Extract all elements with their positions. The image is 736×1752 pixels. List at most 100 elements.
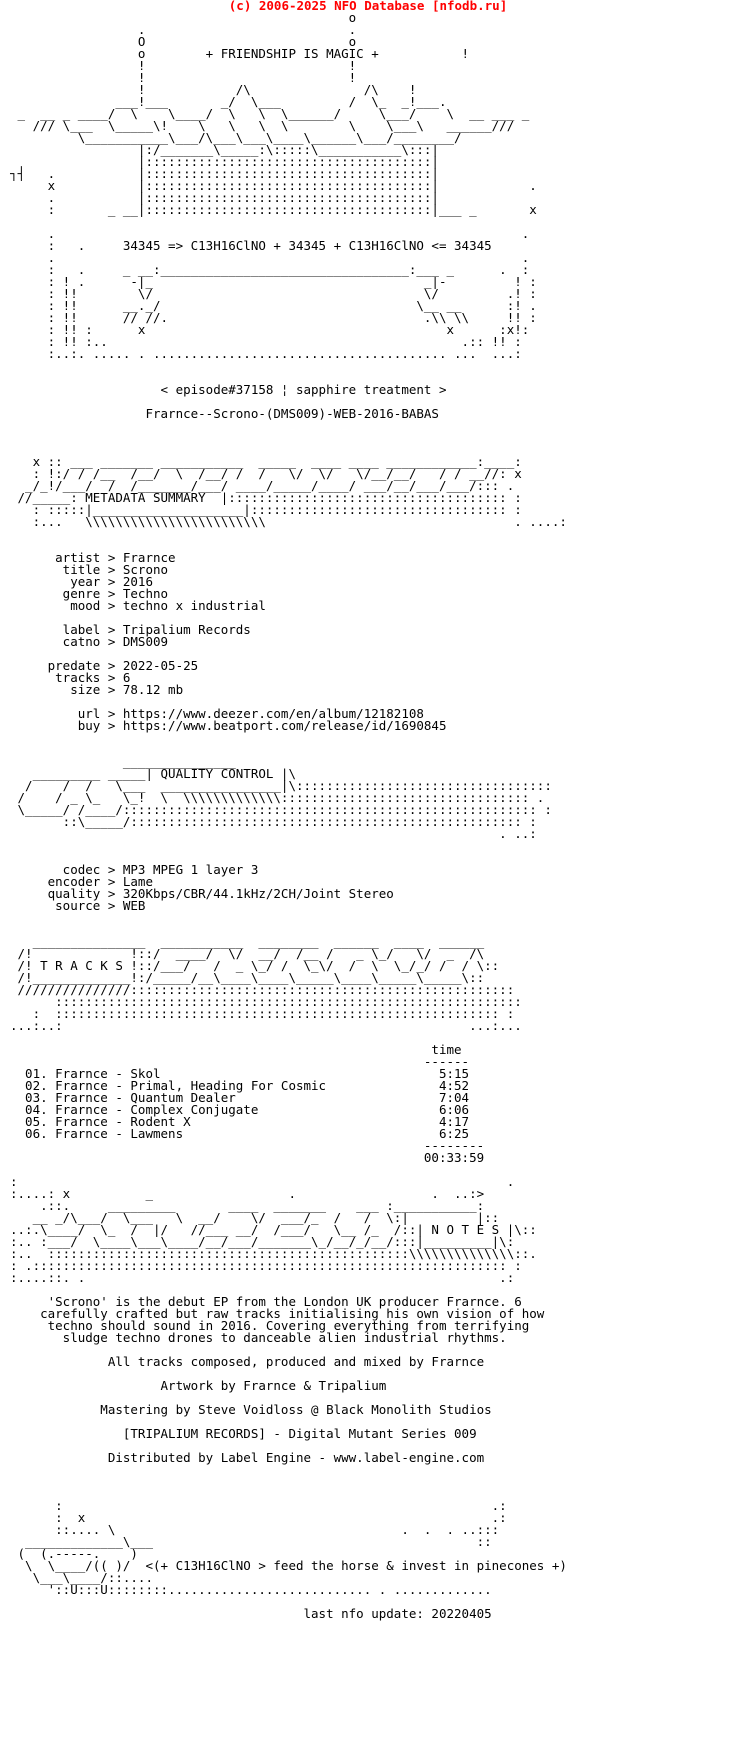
nfo-line: _/_!/___/ / /_______/___/ ____/_____/___… xyxy=(10,478,515,493)
nfo-line: x :: ___ _______ ___________ _____ ____ … xyxy=(10,454,522,469)
nfo-line: ! ! xyxy=(10,70,357,85)
nfo-line: label > Tripalium Records xyxy=(10,622,251,637)
nfo-line: last nfo update: 20220405 xyxy=(10,1606,492,1621)
nfo-line: : :::::|____________________|:::::::::::… xyxy=(10,502,522,517)
nfo-line: _______________ ___________ ________ ___… xyxy=(10,934,485,949)
nfo-line: [TRIPALIUM RECORDS] - Digital Mutant Ser… xyxy=(10,1426,477,1441)
nfo-line: :....: x _ . . ..:> xyxy=(10,1186,485,1201)
nfo-line: predate > 2022-05-25 xyxy=(10,658,199,673)
nfo-line: Frarnce--Scrono-(DMS009)-WEB-2016-BABAS xyxy=(10,406,439,421)
nfo-line: 02. Frarnce - Primal, Heading For Cosmic… xyxy=(10,1078,470,1093)
nfo-line: Distributed by Label Engine - www.label-… xyxy=(10,1450,485,1465)
nfo-line: : !! // //. .\\ \\ !! : xyxy=(10,310,537,325)
nfo-line: . ..: xyxy=(10,826,537,841)
nfo-line: : !! :.. .:: !! : xyxy=(10,334,522,349)
nfo-line: : . 34345 => C13H16ClNO + 34345 + C13H16… xyxy=(10,238,492,253)
nfo-line: ------ xyxy=(10,1054,470,1069)
nfo-line: tracks > 6 xyxy=(10,670,131,685)
nfo-line: source > WEB xyxy=(10,898,146,913)
nfo-line: . |:::::::::::::::::::::::::::::::::::::… xyxy=(10,190,439,205)
nfo-line xyxy=(10,912,736,924)
nfo-line: |::::::::::::::::::::::::::::::::::::::| xyxy=(10,154,439,169)
nfo-line: :..:. ..... . ..........................… xyxy=(10,346,522,361)
nfo-line xyxy=(10,420,736,432)
nfo-line: ///////////////:::::::::::::::::::::::::… xyxy=(10,982,515,997)
nfo-line: ::\_____/:::::::::::::::::::::::::::::::… xyxy=(10,814,537,829)
nfo-line: ...:..: ...:... xyxy=(10,1018,522,1033)
nfo-line: mood > techno x industrial xyxy=(10,598,266,613)
nfo-line: . . xyxy=(10,22,357,37)
nfo-line: : !:/ / /__ /__/ \ /__/ / / \/ \/ \/__/_… xyxy=(10,466,522,481)
nfo-line: \___________\___/\___\___\____\______\__… xyxy=(10,130,462,145)
nfo-line: 05. Frarnce - Rodent X 4:17 xyxy=(10,1114,470,1129)
nfo-line: url > https://www.deezer.com/en/album/12… xyxy=(10,706,424,721)
nfo-line: time xyxy=(10,1042,462,1057)
nfo-line: : .:::::::::::::::::::::::::::::::::::::… xyxy=(10,1258,522,1273)
nfo-line: ! /\ /\ ! xyxy=(10,82,417,97)
nfo-line: All tracks composed, produced and mixed … xyxy=(10,1354,485,1369)
nfo-line: 01. Frarnce - Skol 5:15 xyxy=(10,1066,470,1081)
nfo-line: o + FRIENDSHIP IS MAGIC + ! xyxy=(10,46,470,61)
nfo-line: : x .: xyxy=(10,1510,507,1525)
nfo-line: ::::::::::::::::::::::::::::::::::::::::… xyxy=(10,994,522,1009)
nfo-line: / / _ \_ \_! \ \\\\\\\\\\\\\::::::::::::… xyxy=(10,790,545,805)
nfo-line: ( (.-----. ) xyxy=(10,1546,138,1561)
nfo-line: buy > https://www.beatport.com/release/i… xyxy=(10,718,447,733)
nfo-line: ┐┤ . |::::::::::::::::::::::::::::::::::… xyxy=(10,166,439,181)
nfo-line: codec > MP3 MPEG 1 layer 3 xyxy=(10,862,259,877)
nfo-line xyxy=(10,732,736,744)
nfo-line: 00:33:59 xyxy=(10,1150,485,1165)
nfo-line: catno > DMS009 xyxy=(10,634,169,649)
nfo-line: |:/_______\_____:\:::::\___________\:::| xyxy=(10,142,439,157)
nfo-line: : . _ __:_______________________________… xyxy=(10,262,530,277)
nfo-line: / / / \___ ________________|\:::::::::::… xyxy=(10,778,552,793)
nfo-line: _ __ _ ____/ \ \____/ \ \ \______/ \___/… xyxy=(10,106,530,121)
nfo-line: :....::. . .: xyxy=(10,1270,515,1285)
nfo-line xyxy=(10,432,736,444)
nfo-text-block: (c) 2006-2025 NFO Database [nfodb.ru] o … xyxy=(10,0,736,1621)
nfo-line: carefully crafted but raw tracks initial… xyxy=(10,1306,545,1321)
nfo-line xyxy=(10,528,736,540)
nfo-line: /// \___ \_____\! \ \ \ \ \ \___\ ______… xyxy=(10,118,522,133)
nfo-line: ..:.\____/ \_ / |/ //___ __/ /___/ \__ /… xyxy=(10,1222,537,1237)
nfo-line: : . xyxy=(10,1174,515,1189)
nfo-line: . . xyxy=(10,250,530,265)
nfo-line: Artwork by Frarnce & Tripalium xyxy=(10,1378,387,1393)
nfo-line: artist > Frarnce xyxy=(10,550,176,565)
nfo-lines: o . . O o o + FRIENDSHIP IS MAGIC + ! ! … xyxy=(10,10,736,1621)
nfo-line: '::U:::U::::::::........................… xyxy=(10,1582,492,1597)
nfo-line: x |:::::::::::::::::::::::::::::::::::::… xyxy=(10,178,537,193)
nfo-line: encoder > Lame xyxy=(10,874,153,889)
nfo-line: /!_____________!:/_____/__\____\____\___… xyxy=(10,970,485,985)
nfo-line xyxy=(10,360,736,372)
nfo-line: /! T R A C K S !::/___/ / _ \_/ / \_\/ /… xyxy=(10,958,500,973)
nfo-line: year > 2016 xyxy=(10,574,153,589)
nfo-line: genre > Techno xyxy=(10,586,169,601)
nfo-line: .::. _________ ____ _______ ___ :_______… xyxy=(10,1198,485,1213)
nfo-line: 03. Frarnce - Quantum Dealer 7:04 xyxy=(10,1090,470,1105)
nfo-line: size > 78.12 mb xyxy=(10,682,184,697)
nfo-line: :.. ::::::::::::::::::::::::::::::::::::… xyxy=(10,1246,537,1261)
nfo-line: sludge techno drones to danceable alien … xyxy=(10,1330,507,1345)
nfo-line: < episode#37158 ¦ sapphire treatment > xyxy=(10,382,447,397)
copyright-header: (c) 2006-2025 NFO Database [nfodb.ru] xyxy=(228,0,508,13)
nfo-line: : !! __._/ \__ __ :! . xyxy=(10,298,537,313)
nfo-line: : _ __|:::::::::::::::::::::::::::::::::… xyxy=(10,202,537,217)
nfo-line: o xyxy=(10,10,357,25)
nfo-line xyxy=(10,1476,736,1488)
nfo-line: O o xyxy=(10,34,357,49)
nfo-line: :... \\\\\\\\\\\\\\\\\\\\\\\\ . ....: xyxy=(10,514,567,529)
nfo-line: _______________ xyxy=(10,754,236,769)
nfo-line: _________ _____| QUALITY CONTROL |\ xyxy=(10,766,296,781)
nfo-line: \___\____/::.... xyxy=(10,1570,153,1585)
nfo-line: ___!___ _/ \___ / \_ _!___. xyxy=(10,94,447,109)
nfo-line: : .: xyxy=(10,1498,507,1513)
nfo-line: :.. :___/ \____\___\____/__/___/_______\… xyxy=(10,1234,515,1249)
nfo-line: title > Scrono xyxy=(10,562,169,577)
nfo-line: -------- xyxy=(10,1138,485,1153)
nfo-line: \ \____/(( )/ <(+ C13H16ClNO > feed the … xyxy=(10,1558,567,1573)
nfo-line xyxy=(10,1464,736,1476)
nfo-line: 04. Frarnce - Complex Conjugate 6:06 xyxy=(10,1102,470,1117)
nfo-line: \_____/ /____/::::::::::::::::::::::::::… xyxy=(10,802,552,817)
